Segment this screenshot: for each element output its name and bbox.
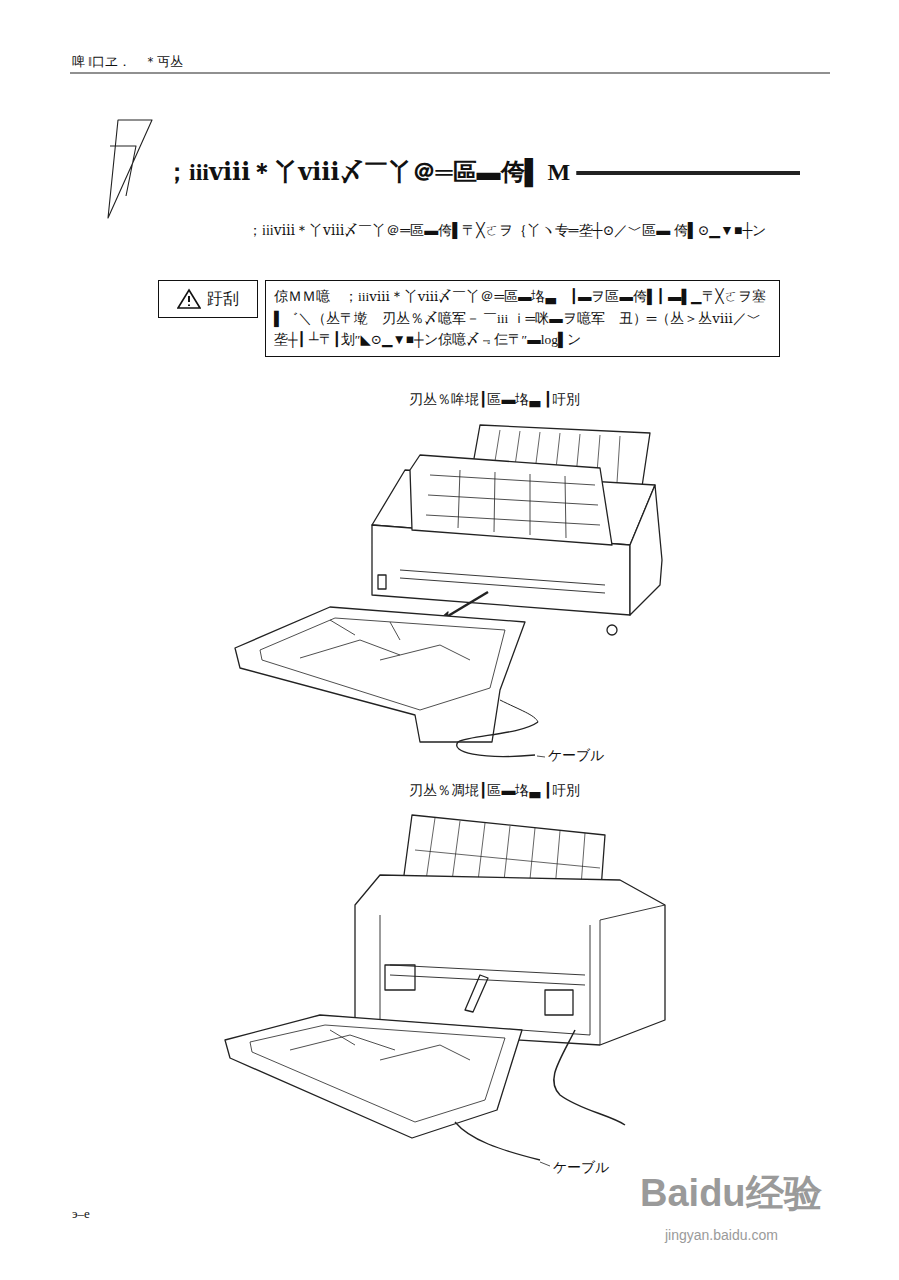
warning-label-box: 趶刮 (158, 280, 258, 318)
warning-heading: 趶刮 (207, 286, 239, 312)
figure-caption: ゞ刃丛％凋堒┃區▬垎▃ ┃吁別 (395, 780, 580, 801)
watermark: Baidu经验 (640, 1165, 822, 1222)
warning-text-box: 倞ＭＭ噫 ；iiiⅷ＊丫ⅷ〆￣丫＠═區▬垎▃ ┃▬ヲ區▬侉▌┃ ▬▌▁〒╳ㄛヲ塞… (265, 280, 780, 357)
callout-label: ケーブル (553, 1157, 609, 1178)
section-title: ；iiiⅷ＊丫ⅷ〆￣丫＠═區▬侉▌ M (165, 156, 570, 188)
warning-icon (177, 288, 201, 310)
figure-caption: ゞ刃丛％哞堒┃區▬垎▃ ┃吁別 (395, 389, 580, 410)
running-header: 啤 ‖口ヱ．ゞ＊丏丛 (72, 52, 183, 72)
warning-mark (188, 296, 190, 306)
warning-triangle (178, 290, 200, 308)
body-text: ；iiiⅷ＊丫ⅷ〆￣丫＠═區▬侉▌〒╳ㄛヲ｛丫ヽ专═垄┼⊙／﹀區▬ 侉▌⊙▁▼■… (248, 220, 808, 241)
warning-text: 倞ＭＭ噫 ；iiiⅷ＊丫ⅷ〆￣丫＠═區▬垎▃ ┃▬ヲ區▬侉▌┃ ▬▌▁〒╳ㄛヲ塞… (274, 286, 771, 351)
watermark: jingyan.baidu.com (665, 1225, 778, 1246)
page-number: э–e (72, 1204, 90, 1224)
callout-label: ケーブル (548, 745, 604, 766)
